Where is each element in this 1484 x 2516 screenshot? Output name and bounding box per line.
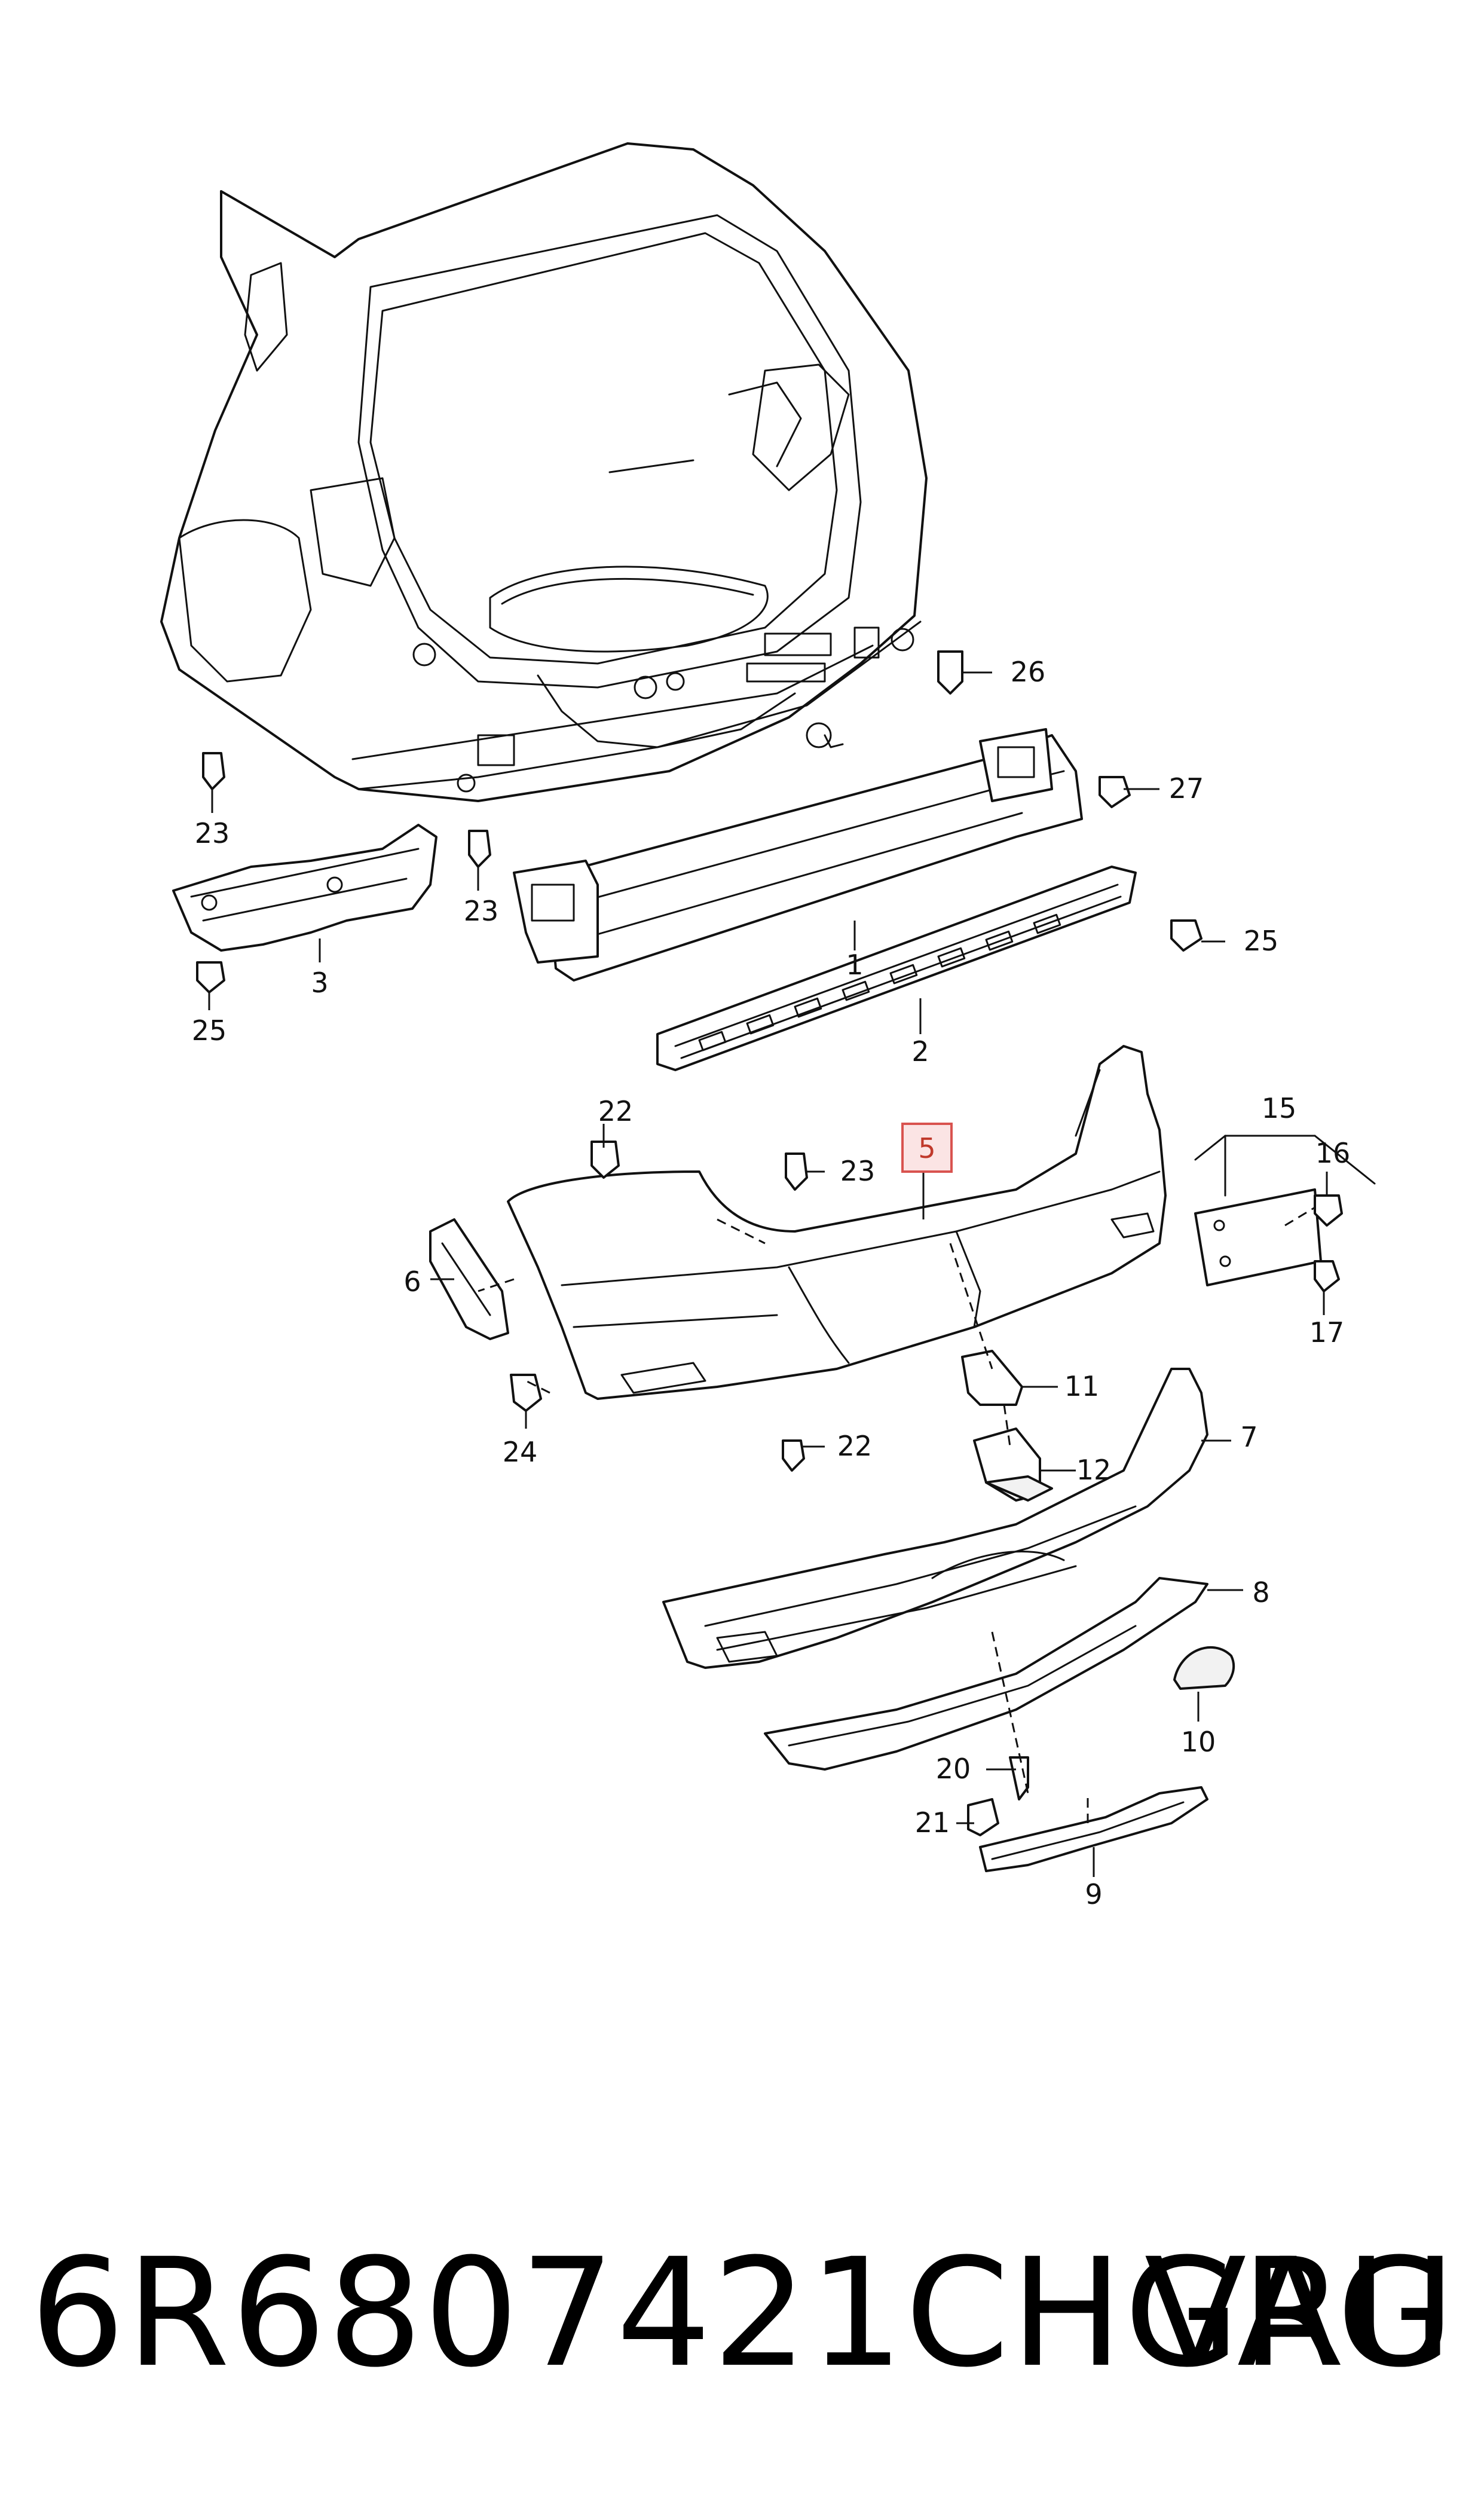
brand-name: VAG — [1144, 2226, 1452, 2400]
callout-27: 27 — [1169, 772, 1204, 805]
callout-22-bottom: 22 — [837, 1430, 873, 1462]
callout-15: 15 — [1262, 1092, 1297, 1124]
callout-6: 6 — [403, 1265, 421, 1298]
callout-17: 17 — [1309, 1316, 1345, 1349]
callout-7: 7 — [1240, 1421, 1257, 1453]
part-6-side-trim — [429, 1218, 509, 1340]
rear-body-shell — [160, 142, 928, 802]
part-7-lower-diffuser — [662, 1368, 1208, 1669]
leader-lines — [208, 671, 1328, 1877]
highlight-box-part-5 — [901, 1123, 953, 1173]
callout-24: 24 — [503, 1436, 538, 1468]
part-3-side-bracket — [172, 824, 437, 952]
exploded-parts-diagram: 5 1 2 3 6 7 8 9 10 11 12 15 16 17 20 21 … — [160, 142, 1376, 1910]
part-9-trim-strip — [979, 1786, 1208, 1872]
part-2-energy-absorber — [656, 866, 1137, 1071]
callout-9: 9 — [1085, 1878, 1102, 1910]
callout-12: 12 — [1076, 1454, 1112, 1486]
callout-20: 20 — [936, 1753, 971, 1785]
assembly-lines — [478, 1206, 1315, 1823]
part-12-module — [973, 1427, 1053, 1502]
fasteners — [196, 650, 1343, 1836]
callout-22-top: 22 — [598, 1095, 634, 1127]
callout-3: 3 — [311, 967, 328, 999]
callout-26: 26 — [1011, 656, 1046, 688]
callout-25-right: 25 — [1244, 925, 1279, 957]
callout-21: 21 — [915, 1806, 950, 1839]
callout-25-left: 25 — [192, 1014, 227, 1047]
part-5-bumper-cover — [507, 1045, 1167, 1400]
part-11-bracket — [961, 1350, 1023, 1406]
callout-labels: 1 2 3 6 7 8 9 10 11 12 15 16 17 20 21 22… — [192, 656, 1351, 1910]
callout-1: 1 — [846, 949, 863, 981]
part-8-under-panel — [764, 1577, 1208, 1771]
part-1-impact-bar — [513, 728, 1083, 982]
callout-16: 16 — [1315, 1137, 1351, 1169]
footer: 6R6807421CHGRU VAG — [30, 2224, 1455, 2403]
callout-2: 2 — [911, 1035, 929, 1068]
callout-11: 11 — [1064, 1370, 1100, 1402]
callout-23-bumper: 23 — [840, 1155, 876, 1187]
callout-23-mid: 23 — [464, 895, 499, 927]
callout-10: 10 — [1181, 1726, 1216, 1758]
callout-5: 5 — [918, 1132, 935, 1164]
callout-23-left: 23 — [195, 817, 230, 849]
part-number: 6R6807421CHGRU — [30, 2226, 1457, 2400]
part-10-cap — [1173, 1646, 1235, 1690]
callout-8: 8 — [1252, 1576, 1269, 1609]
